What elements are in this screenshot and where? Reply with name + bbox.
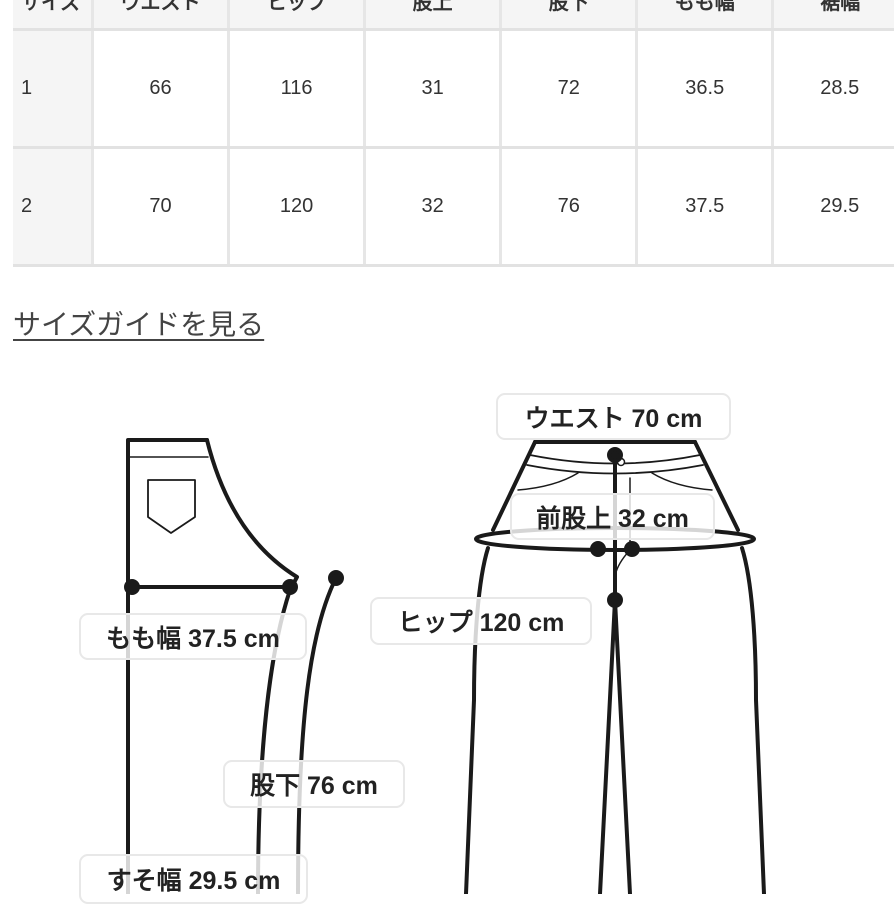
header-rise: 股上	[366, 0, 503, 28]
waist-label: ウエスト 70 cm	[496, 393, 731, 440]
header-hip: ヒップ	[230, 0, 367, 28]
size-table: サイズ ウエスト ヒップ 股上 股下 もも幅 裾幅 1 66 116 31 72…	[13, 0, 894, 267]
table-row: 2 70 120 32 76 37.5 29.5	[13, 149, 894, 267]
cell: 1	[13, 31, 94, 146]
cell: 2	[13, 149, 94, 264]
table-row: 1 66 116 31 72 36.5 28.5	[13, 31, 894, 149]
header-size: サイズ	[13, 0, 94, 28]
header-inseam: 股下	[502, 0, 639, 28]
cell: 29.5	[774, 149, 894, 264]
size-guide-link[interactable]: サイズガイドを見る	[13, 309, 265, 340]
cell: 70	[94, 149, 231, 264]
cell: 36.5	[638, 31, 775, 146]
front-rise-label: 前股上 32 cm	[510, 493, 715, 540]
cell: 120	[230, 149, 367, 264]
cell: 116	[230, 31, 367, 146]
table-header-row: サイズ ウエスト ヒップ 股上 股下 もも幅 裾幅	[13, 0, 894, 31]
cell: 32	[366, 149, 503, 264]
cell: 66	[94, 31, 231, 146]
header-thigh: もも幅	[638, 0, 775, 28]
hem-label: すそ幅 29.5 cm	[79, 854, 308, 904]
thigh-label: もも幅 37.5 cm	[79, 613, 307, 660]
inseam-label: 股下 76 cm	[223, 760, 405, 808]
hip-label: ヒップ 120 cm	[370, 597, 592, 645]
cell: 37.5	[638, 149, 775, 264]
cell: 76	[502, 149, 639, 264]
side-view-pants	[124, 438, 344, 894]
cell: 28.5	[774, 31, 894, 146]
header-hem: 裾幅	[774, 0, 894, 28]
cell: 72	[502, 31, 639, 146]
cell: 31	[366, 31, 503, 146]
header-waist: ウエスト	[94, 0, 231, 28]
